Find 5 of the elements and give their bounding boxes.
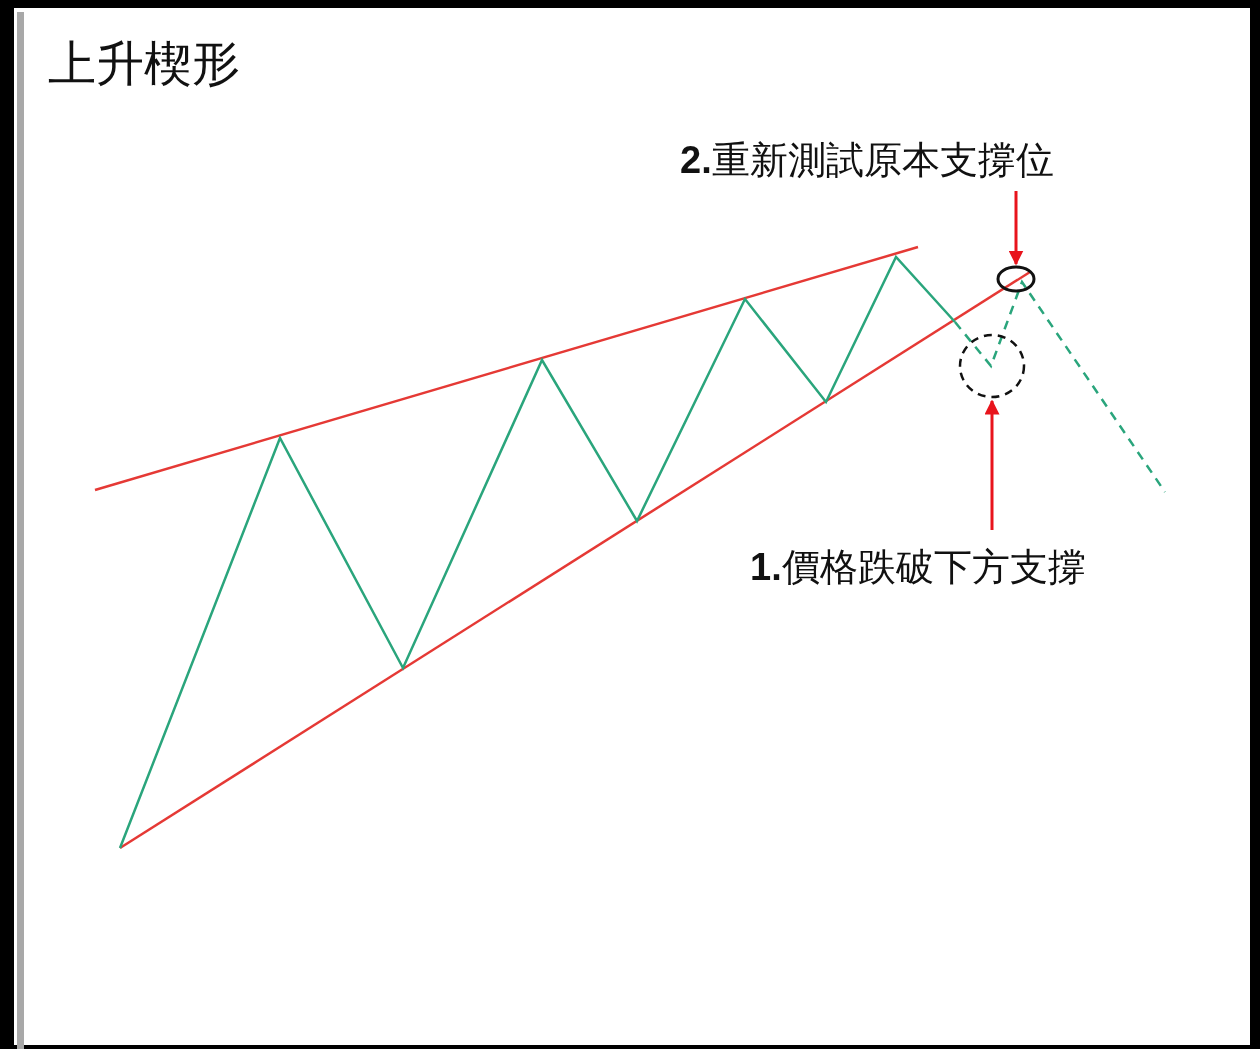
arrow (1008, 191, 1024, 266)
annotation-text: 2.重新測試原本支撐位 (680, 137, 1054, 184)
diagram-title: 上升楔形 (48, 34, 240, 93)
annotation-text: 1.價格跌破下方支撐 (750, 544, 1086, 591)
arrow (984, 399, 1000, 530)
